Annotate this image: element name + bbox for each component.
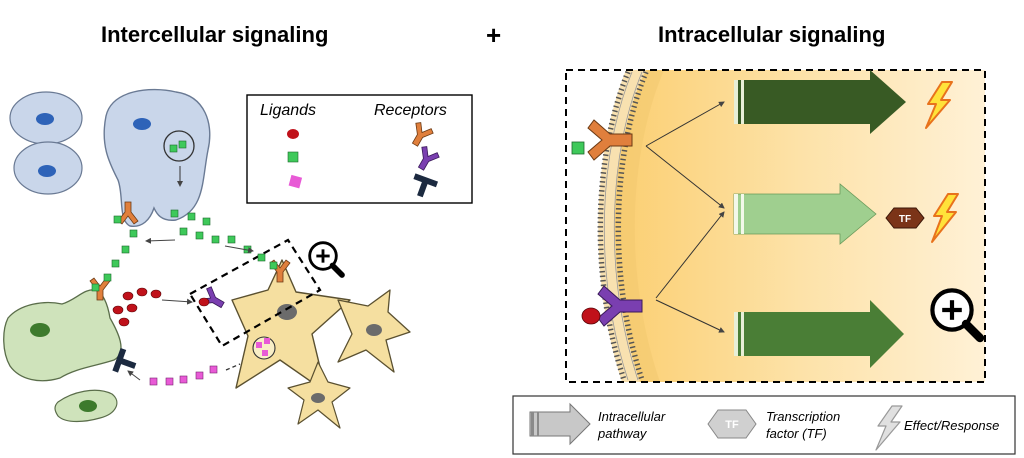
- pathway-arrow-2: [733, 183, 877, 245]
- legend-tf-label-1: Transcription: [766, 409, 840, 424]
- legend-pathway-arrow-icon: [529, 402, 591, 446]
- signal-arrows: [645, 101, 725, 333]
- zoom-region: [188, 238, 322, 348]
- ligands-header: Ligands: [260, 102, 316, 119]
- bound-green-ligand: [571, 141, 585, 155]
- effect-bolt-2: [931, 193, 959, 243]
- receptors-header: Receptors: [374, 102, 447, 119]
- pathway-arrow-3: [734, 300, 904, 368]
- yellow-cell-main: [231, 259, 351, 393]
- membrane-inner: [615, 70, 649, 381]
- transcription-factor-badge: TF: [885, 207, 925, 229]
- svg-text:TF: TF: [899, 214, 911, 225]
- plus-sign: +: [486, 20, 502, 50]
- green-cell-large: [3, 289, 122, 382]
- membrane-outer: [597, 70, 631, 381]
- legend-green-ligand: [287, 151, 299, 163]
- blue-cell-1: [9, 91, 83, 145]
- effect-bolt-1: [925, 81, 953, 129]
- legend-effect-label: Effect/Response: [904, 418, 999, 433]
- pathway-arrow-1: [734, 70, 906, 134]
- legend-red-ligand: [287, 129, 299, 139]
- legend-pathway-label-1: Intracellular: [598, 409, 666, 424]
- pathway-legend: [512, 395, 1016, 455]
- legend-pink-ligand: [288, 174, 303, 189]
- right-title: Intracellular signaling: [658, 22, 886, 47]
- svg-text:TF: TF: [725, 419, 739, 431]
- receptor-navy-green-cell: [112, 347, 137, 373]
- legend-pathway-label-2: pathway: [597, 426, 648, 441]
- pink-ligands: [149, 365, 218, 386]
- yellow-cell-bottom: [287, 361, 351, 429]
- red-ligands: [112, 287, 210, 327]
- legend-tf-icon: TF: [707, 409, 757, 439]
- yellow-cell-right: [337, 289, 411, 373]
- legend-bolt-icon: [875, 405, 903, 451]
- intracellular-frame: [565, 69, 986, 383]
- green-cell-small: [54, 389, 118, 423]
- legend-navy-receptor: [413, 173, 439, 198]
- legend-tf-label-2: factor (TF): [766, 426, 827, 441]
- left-title: Intercellular signaling: [101, 22, 329, 47]
- blue-cell-2: [13, 141, 83, 195]
- bound-red-ligand: [581, 307, 601, 325]
- membrane-receptor-purple: [597, 285, 643, 327]
- zoom-magnifier-icon: [310, 243, 342, 275]
- membrane-receptor-orange: [587, 119, 633, 161]
- blue-signaling-cell: [103, 88, 211, 227]
